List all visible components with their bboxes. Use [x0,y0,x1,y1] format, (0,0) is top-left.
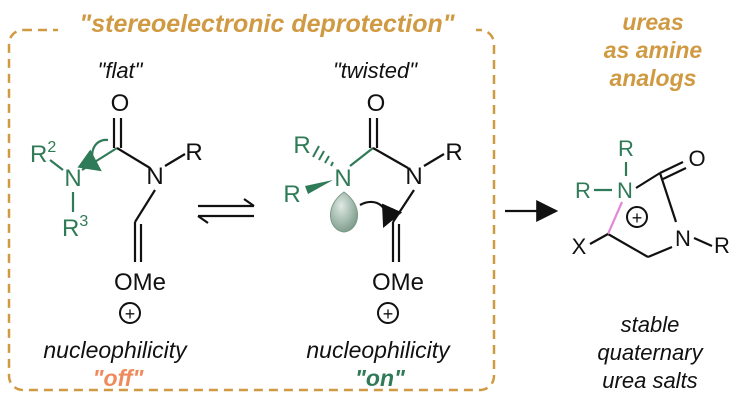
middle-plus: + [383,304,394,324]
left-N-R2-bond [49,159,64,171]
left-R2: R2 [30,139,56,168]
right-R-left: R [575,178,591,203]
right-title-line1: ureas [622,9,683,35]
middle-CN-bond [372,147,409,169]
left-chain-1 [134,189,156,223]
right-caption-line1: stable [621,312,680,337]
left-R-right: R [185,139,202,166]
left-N-green: N [64,165,81,192]
middle-N-right: N [405,163,422,190]
right-R-top: R [618,136,634,161]
left-plus-circle [119,302,141,324]
right-title-line2: as amine [604,37,703,63]
right-plus-circle [626,206,648,228]
left-CN-green-bond [81,147,118,171]
right-CO-bond-2 [662,167,687,180]
right-N-R-bond [693,236,713,248]
middle-N-R-bond [423,153,445,167]
right-X: X [572,234,587,259]
right-N-C-bond [635,172,661,189]
left-label: "flat" [98,58,144,83]
left-structure: "flat" O N R2 R3 N R OMe + nucleophili [30,58,203,391]
lone-pair-lobe [330,191,358,233]
middle-wedge-bond [305,180,333,194]
left-caption-line1: nucleophilicity [43,337,188,363]
middle-R-top: R [293,132,310,159]
right-N-right: N [675,226,691,251]
left-N-right: N [146,163,163,190]
left-OMe: OMe [114,269,166,296]
right-plus: + [632,208,643,228]
middle-R-right: R [445,139,462,166]
right-title-line3: analogs [610,65,697,91]
right-N-top: N [617,178,633,203]
middle-chain-1 [392,189,415,223]
left-N-R-bond [164,153,186,167]
right-O: O [688,146,705,171]
right-pink-bond [606,201,624,235]
equilibrium-reverse-head [197,215,209,224]
right-R-right: R [714,233,730,258]
right-N-CH2-bond [647,245,673,259]
left-R3: R3 [62,213,88,242]
right-CH2-CH-bond [607,233,649,258]
left-caption-state: "off" [93,365,145,391]
middle-CN-green-bond [349,147,374,167]
middle-hashed-bond [312,145,334,167]
equilibrium-forward-head [243,198,255,207]
header-mask [58,6,476,42]
middle-caption-state: "on" [355,365,406,391]
right-CH-X-bond [589,233,609,245]
middle-OMe: OMe [372,269,424,296]
right-CO-bond-1 [659,161,684,174]
middle-R-bottom: R [283,181,300,208]
header-title: "stereoelectronic deprotection" [79,10,455,38]
right-block: ureas as amine analogs R R N + O N R X s… [572,9,730,393]
equilibrium-arrows [197,198,255,224]
right-caption-line2: quaternary [597,340,704,365]
middle-label: "twisted" [333,58,418,83]
left-CN-bond [116,147,151,169]
right-caption-line3: urea salts [602,368,697,393]
left-plus: + [125,304,136,324]
middle-caption-line1: nucleophilicity [306,337,451,363]
middle-plus-circle [377,302,399,324]
right-C-N-bond [658,172,678,223]
left-curved-arrow [77,138,109,172]
dashed-box [7,28,496,392]
middle-O: O [367,90,386,117]
middle-curved-arrow [359,200,403,229]
middle-structure: "twisted" O N R R N R OMe + nucleoph [283,58,462,391]
middle-N-green: N [334,165,351,192]
left-O: O [111,90,130,117]
